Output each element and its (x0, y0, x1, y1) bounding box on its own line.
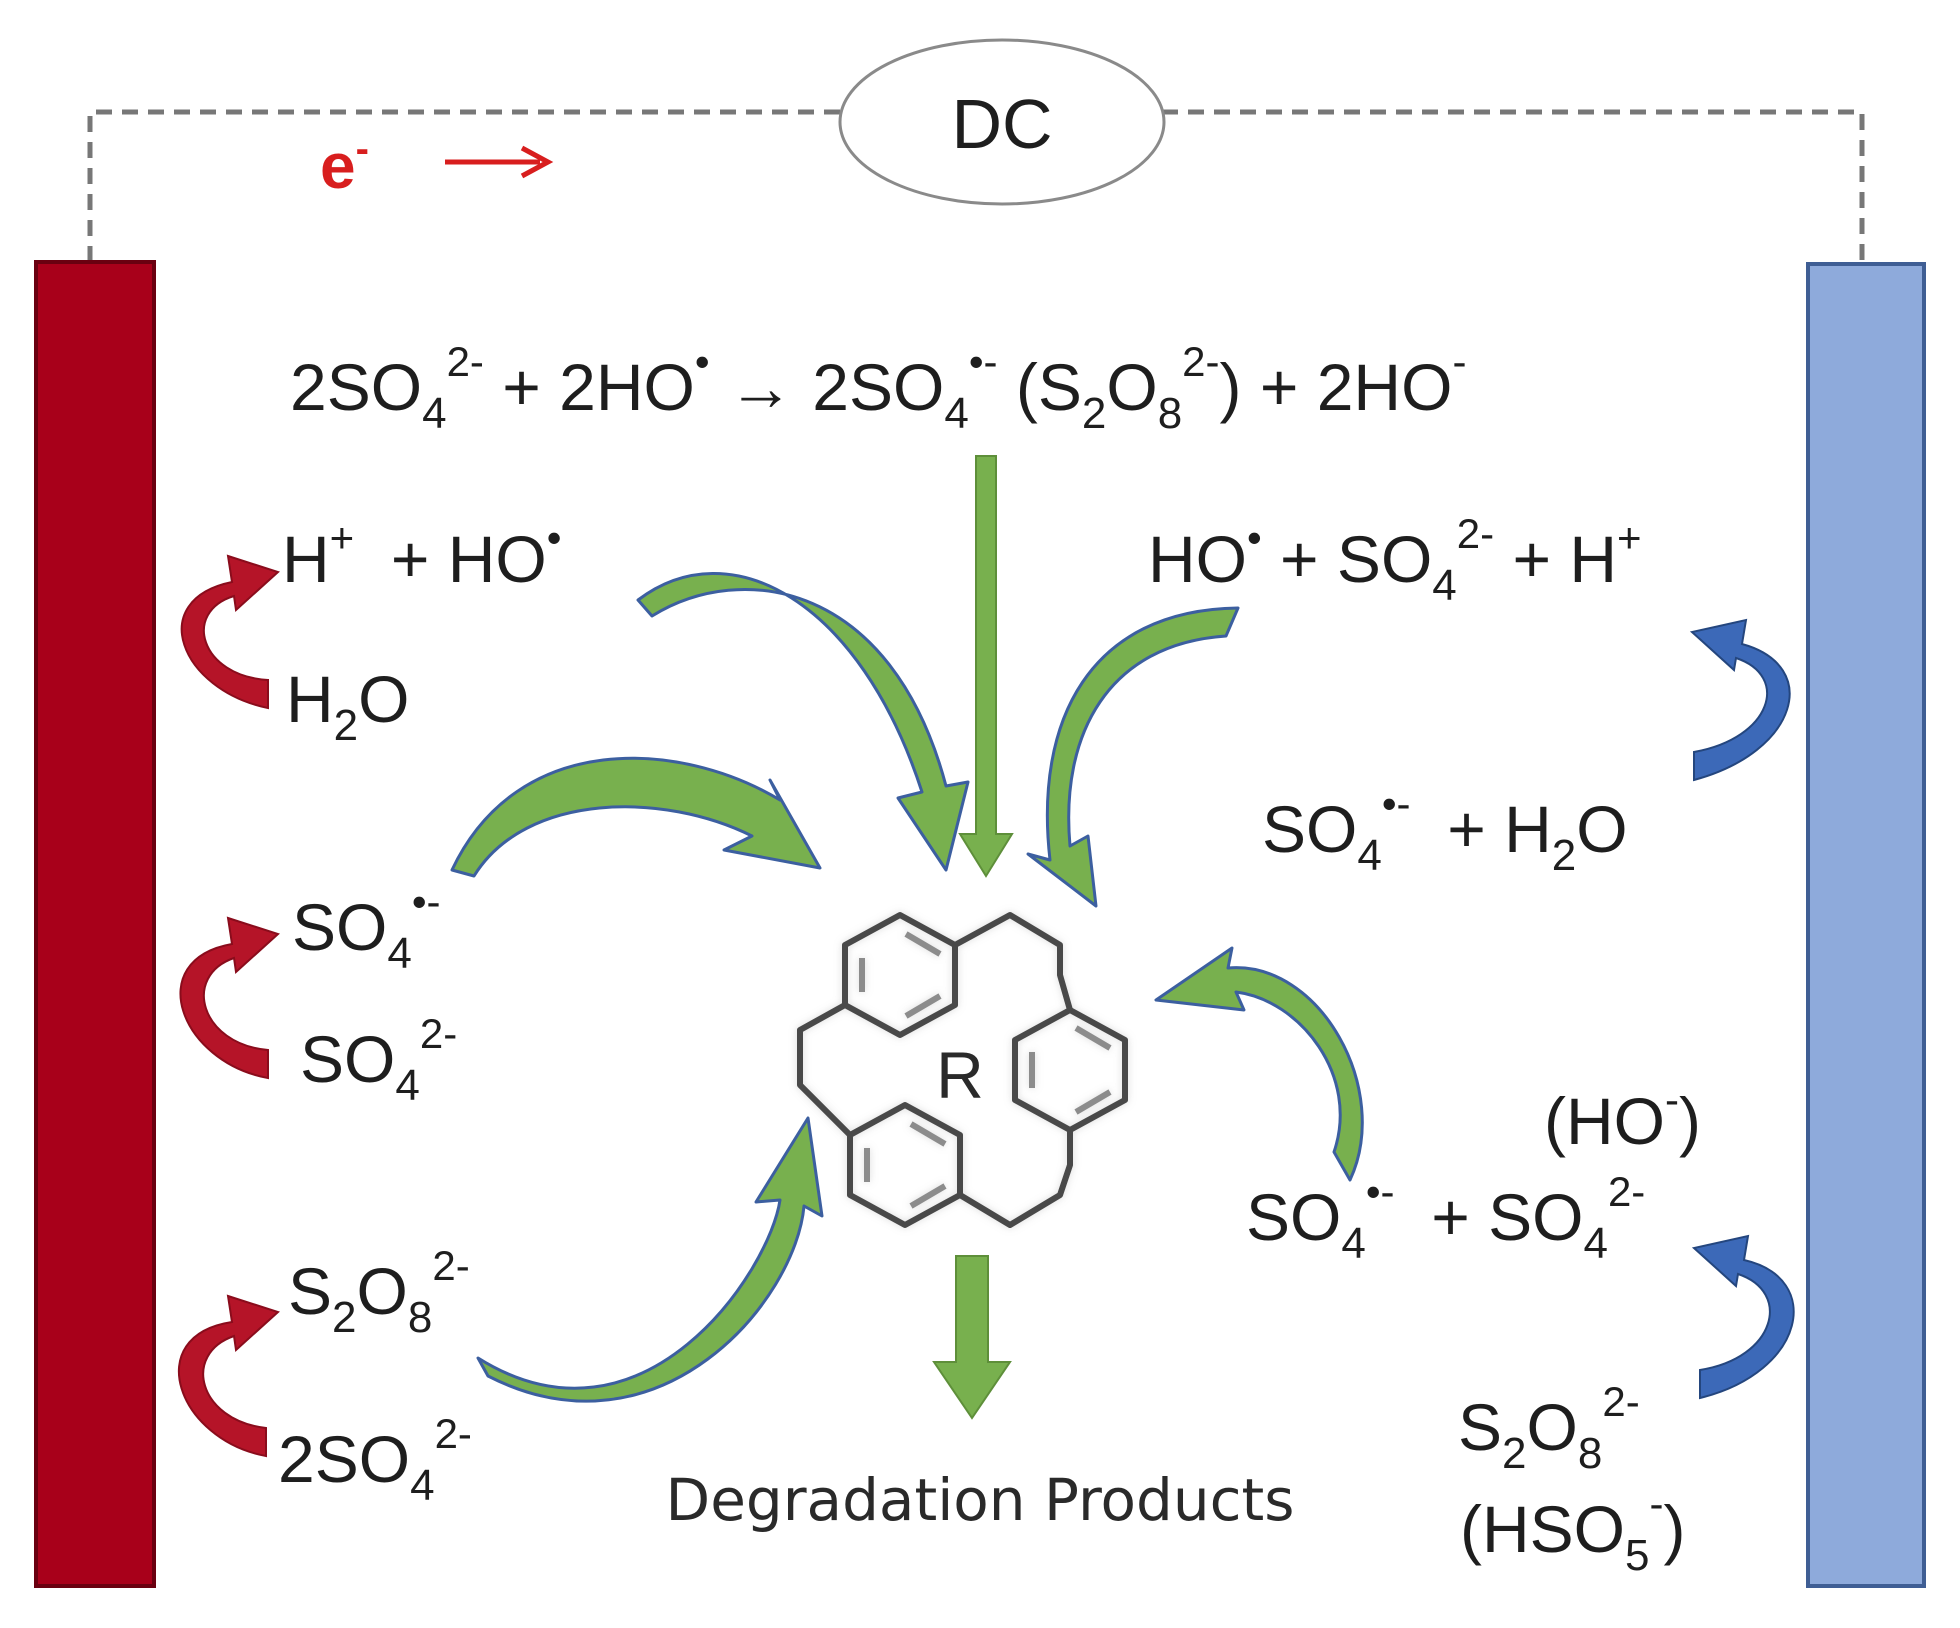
radical-attack-arrows (450, 572, 1364, 1403)
center-equation: 2SO42- + 2HO• → 2SO4•- (S2O82-) + 2HO- (290, 338, 1466, 438)
benzene-ring-right (1012, 1007, 1128, 1133)
cathode-sulfate-radical-attack-arrow (1154, 946, 1364, 1182)
center-flow-arrows (932, 455, 1014, 1420)
anode-curved-arrow-2 (179, 916, 280, 1080)
cathode-hydroxyl-attack-arrow (1026, 606, 1240, 908)
dc-power-source (838, 38, 1166, 206)
external-circuit: DC e- (87, 38, 1865, 262)
degradation-products-label: Degradation Products (666, 1466, 1295, 1534)
equation-to-molecule-arrow (958, 455, 1014, 878)
cathode-product-1: HO• + SO42- + H+ (1148, 510, 1642, 610)
benzene-ring-top-left (842, 912, 958, 1038)
cathode-product-2: SO4•- + SO42- (1246, 1168, 1645, 1268)
anode-curved-arrow-3 (177, 1294, 280, 1458)
anode-curved-arrow-1 (180, 554, 280, 710)
anode-product-3: S2O82- (288, 1242, 470, 1342)
anode-reaction-arrows (177, 554, 280, 1458)
cathode-product-note: (HO-) (1544, 1076, 1701, 1158)
molecule-to-products-arrow (932, 1255, 1012, 1420)
anode-reactant-2: SO42- (300, 1010, 457, 1110)
anode-product-2: SO4•- (292, 878, 441, 978)
cathode-reaction-arrows (1689, 618, 1795, 1400)
cathode-electrode (1806, 262, 1926, 1588)
hydroxyl-attack-arrow (636, 572, 970, 872)
persulfate-attack-arrow (476, 1116, 824, 1403)
anode-reactant-1: H2O (286, 662, 410, 750)
dc-label: DC (951, 85, 1052, 163)
cathode-reactant-2: S2O82- (1458, 1378, 1640, 1478)
molecule-backbone (797, 912, 1073, 1228)
circuit-wire-right (1162, 109, 1865, 262)
sulfate-radical-attack-arrow-left (450, 756, 822, 878)
anode-product-1: H+ + HO• (282, 514, 561, 596)
central-molecule (797, 912, 1128, 1228)
circuit-wire-left (87, 109, 840, 262)
molecule-label: R (936, 1038, 984, 1112)
cathode-reactant-note: (HSO5-) (1460, 1480, 1685, 1580)
benzene-ring-bottom-left (847, 1102, 963, 1228)
anode-reactant-3: 2SO42- (278, 1410, 472, 1510)
anode-electrode (34, 260, 156, 1588)
cathode-curved-arrow-2 (1691, 1234, 1795, 1400)
electron-arrow (445, 145, 554, 179)
electron-symbol: e- (320, 127, 369, 202)
cathode-curved-arrow-1 (1689, 618, 1791, 782)
cathode-reactant-1: SO4•- + H2O (1262, 780, 1628, 880)
